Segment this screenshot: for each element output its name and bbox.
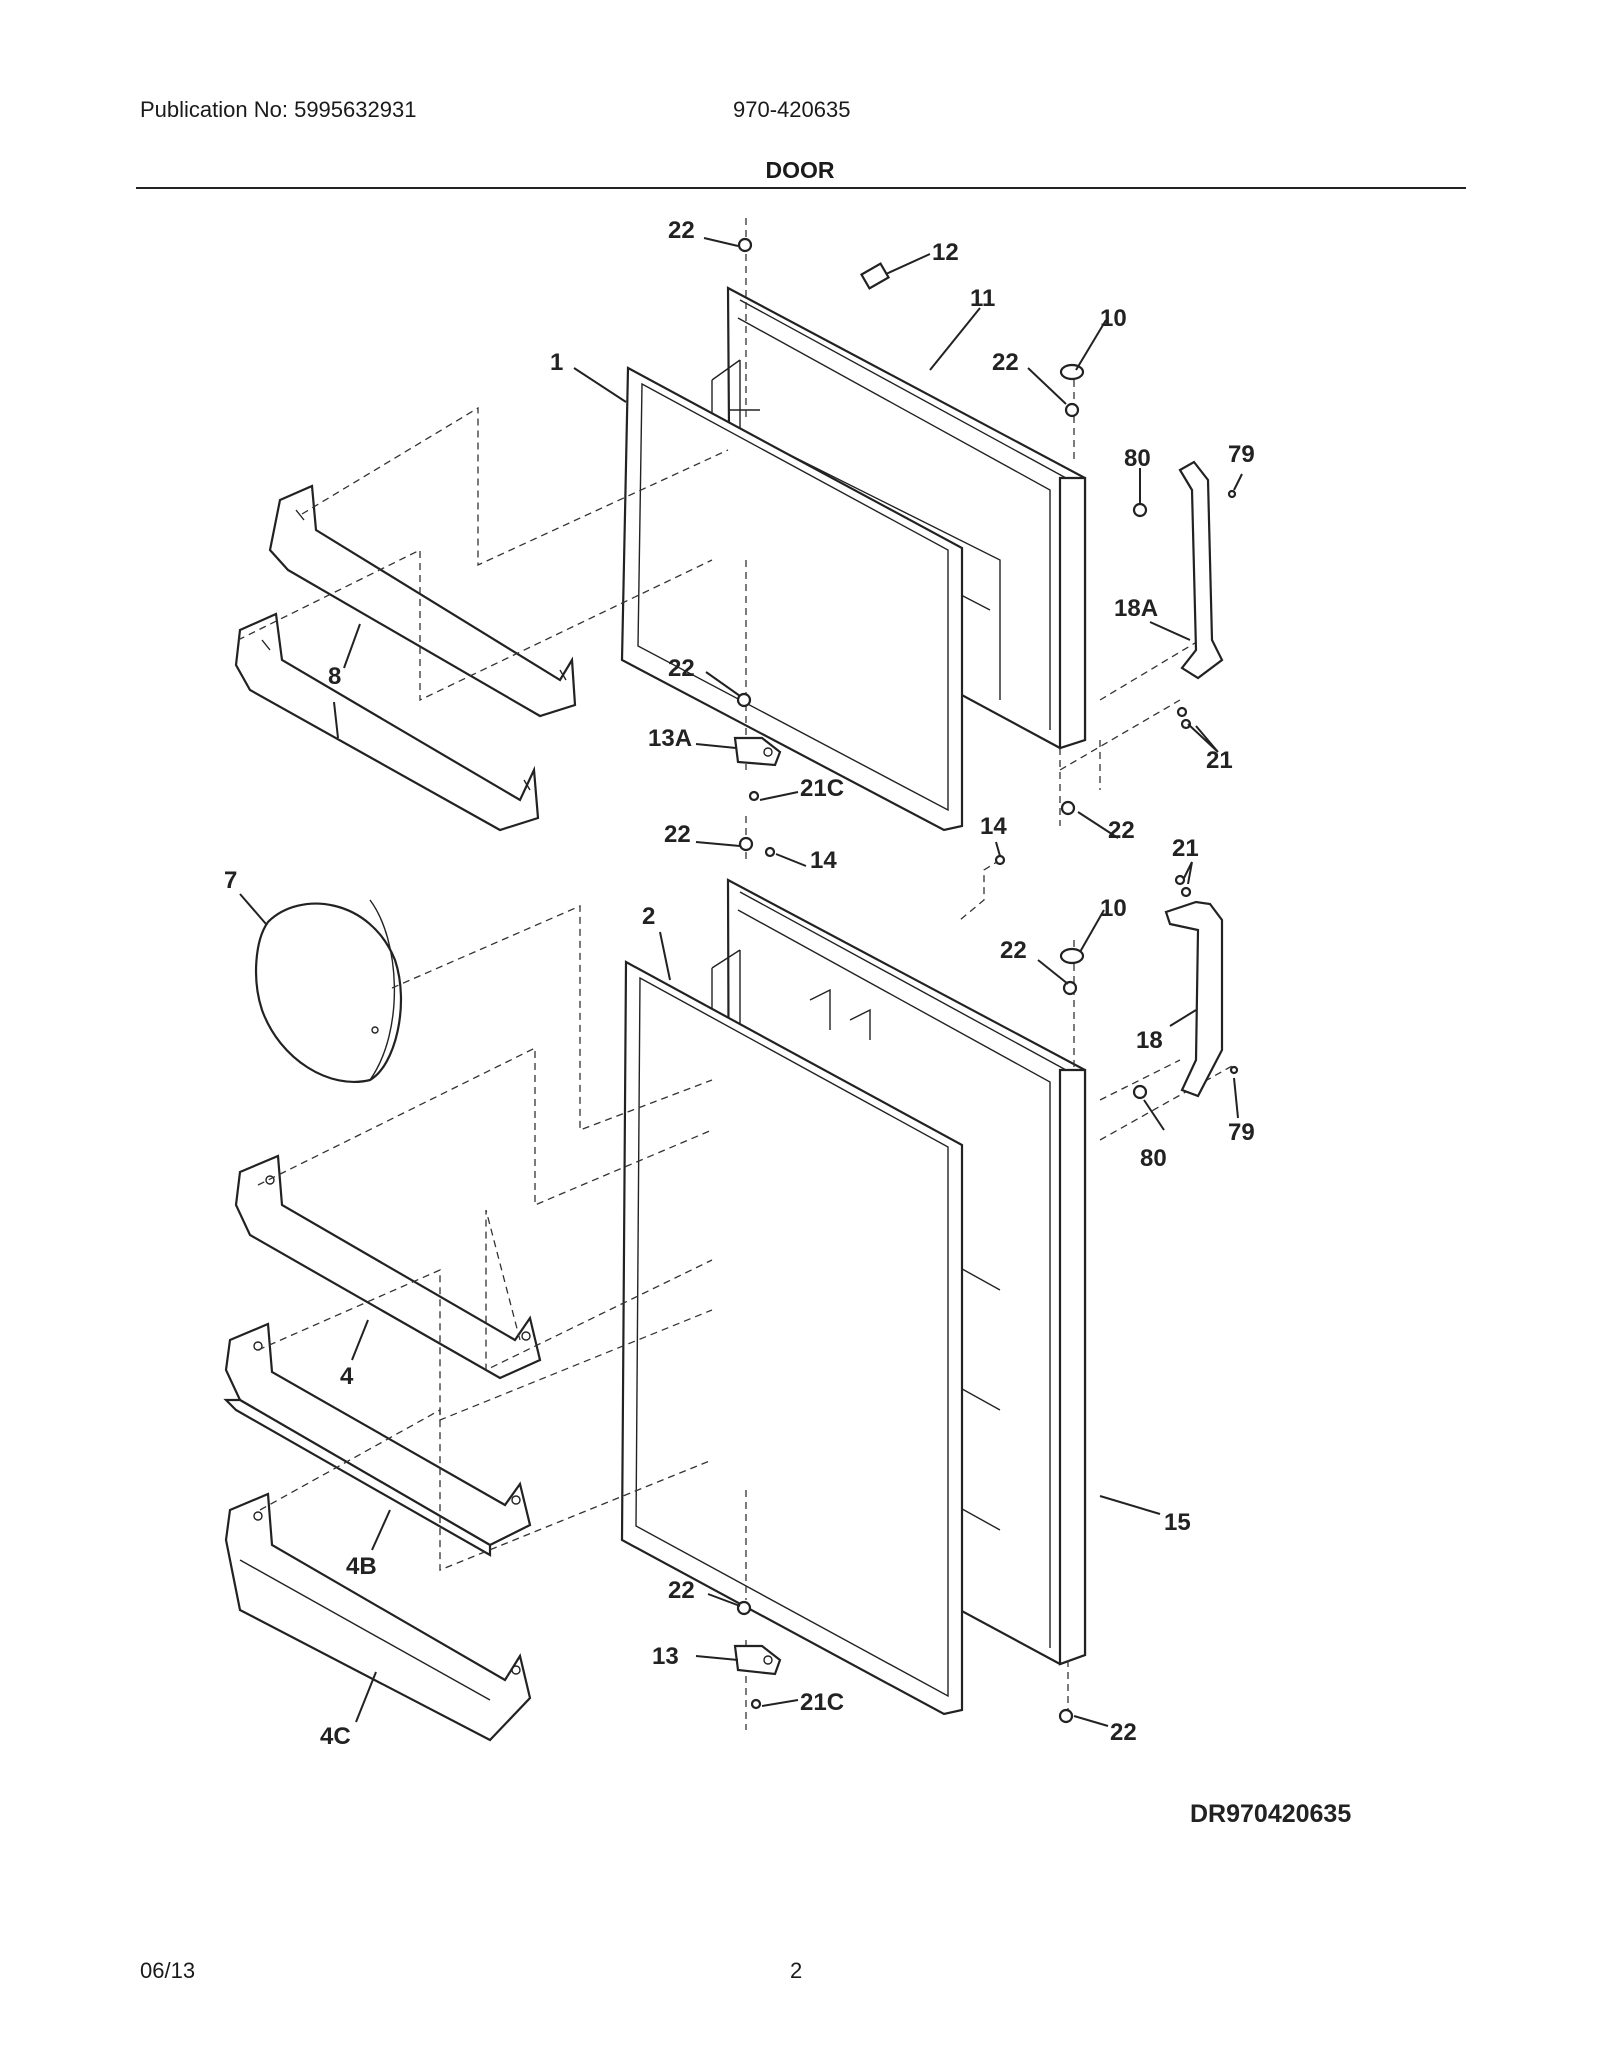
callout-4b: 4B [346,1553,377,1580]
cover-14-right [994,854,1006,866]
door-shelf-4c [224,1492,532,1742]
door-shelf-4 [234,1154,542,1380]
callout-21: 21 [1172,835,1199,862]
freezer-handle-18a [1132,460,1237,730]
callout-2: 2 [642,903,655,930]
page-number: 2 [790,1958,803,1983]
callout-8: 8 [328,663,341,690]
hinge-pin-22-top [737,237,753,253]
plug-10-bottom [1059,947,1085,965]
callout-22: 22 [668,1577,695,1604]
screw-21c-top [748,790,760,802]
callout-10: 10 [1100,895,1127,922]
footer-date: 06/13 [140,1958,196,1983]
callout-18a: 18A [1114,595,1158,622]
callout-22: 22 [664,821,691,848]
plug-12 [859,262,891,290]
freezer-hinge-bracket [733,736,782,767]
hinge-pin-22-lower-door [1062,980,1078,996]
screw-21c-bottom [750,1698,762,1710]
hinge-pin-22-lower-left [736,1600,752,1616]
callout-22: 22 [668,217,695,244]
callout-15: 15 [1164,1509,1191,1536]
callout-4: 4 [340,1363,354,1390]
dairy-door-cover-7 [254,899,403,1083]
page-title: DOOR [765,157,835,183]
callout-22: 22 [992,349,1019,376]
hinge-pin-22-bottom [1058,1708,1074,1724]
callout-labels: 22 12 11 10 22 1 80 79 18A 8 22 13A 21C … [224,217,1255,1750]
callout-22: 22 [668,655,695,682]
freezer-door-gasket [620,366,964,832]
callout-14: 14 [980,813,1007,840]
callout-79: 79 [1228,441,1255,468]
callout-10: 10 [1100,305,1127,332]
hinge-pin-22-center [738,836,754,852]
header-rule [136,187,1466,189]
freezer-door-shelf-lower [234,612,540,832]
callout-7: 7 [224,867,237,894]
callout-4c: 4C [320,1723,351,1750]
hinge-pin-22-upper-right [1064,402,1080,418]
callout-21c: 21C [800,775,844,802]
cover-14-left [764,846,776,858]
hinge-pin-22-lower-right [1060,800,1076,816]
callout-14: 14 [810,847,837,874]
plug-10-top [1059,363,1085,381]
freezer-door-shelf-upper [268,484,577,718]
callout-79: 79 [1228,1119,1255,1146]
fresh-food-handle-18 [1132,874,1239,1100]
hinge-pin-22-mid [736,692,752,708]
callout-21: 21 [1206,747,1233,774]
callout-1: 1 [550,349,563,376]
model-number: 970-420635 [733,97,851,122]
callout-13: 13 [652,1643,679,1670]
callout-22: 22 [1000,937,1027,964]
callout-21c: 21C [800,1689,844,1716]
leader-lines [239,237,1243,1727]
publication-number: Publication No: 5995632931 [140,97,417,122]
callout-80: 80 [1140,1145,1167,1172]
callout-13a: 13A [648,725,692,752]
callout-18: 18 [1136,1027,1163,1054]
callout-12: 12 [932,239,959,266]
callout-22: 22 [1110,1719,1137,1746]
bottom-hinge-bracket [733,1644,782,1676]
diagram-code: DR970420635 [1190,1800,1351,1828]
door-shelf-4b [223,1322,532,1557]
callout-80: 80 [1124,445,1151,472]
fresh-food-door-gasket [620,960,964,1716]
callout-22: 22 [1108,817,1135,844]
callout-11: 11 [970,285,995,312]
